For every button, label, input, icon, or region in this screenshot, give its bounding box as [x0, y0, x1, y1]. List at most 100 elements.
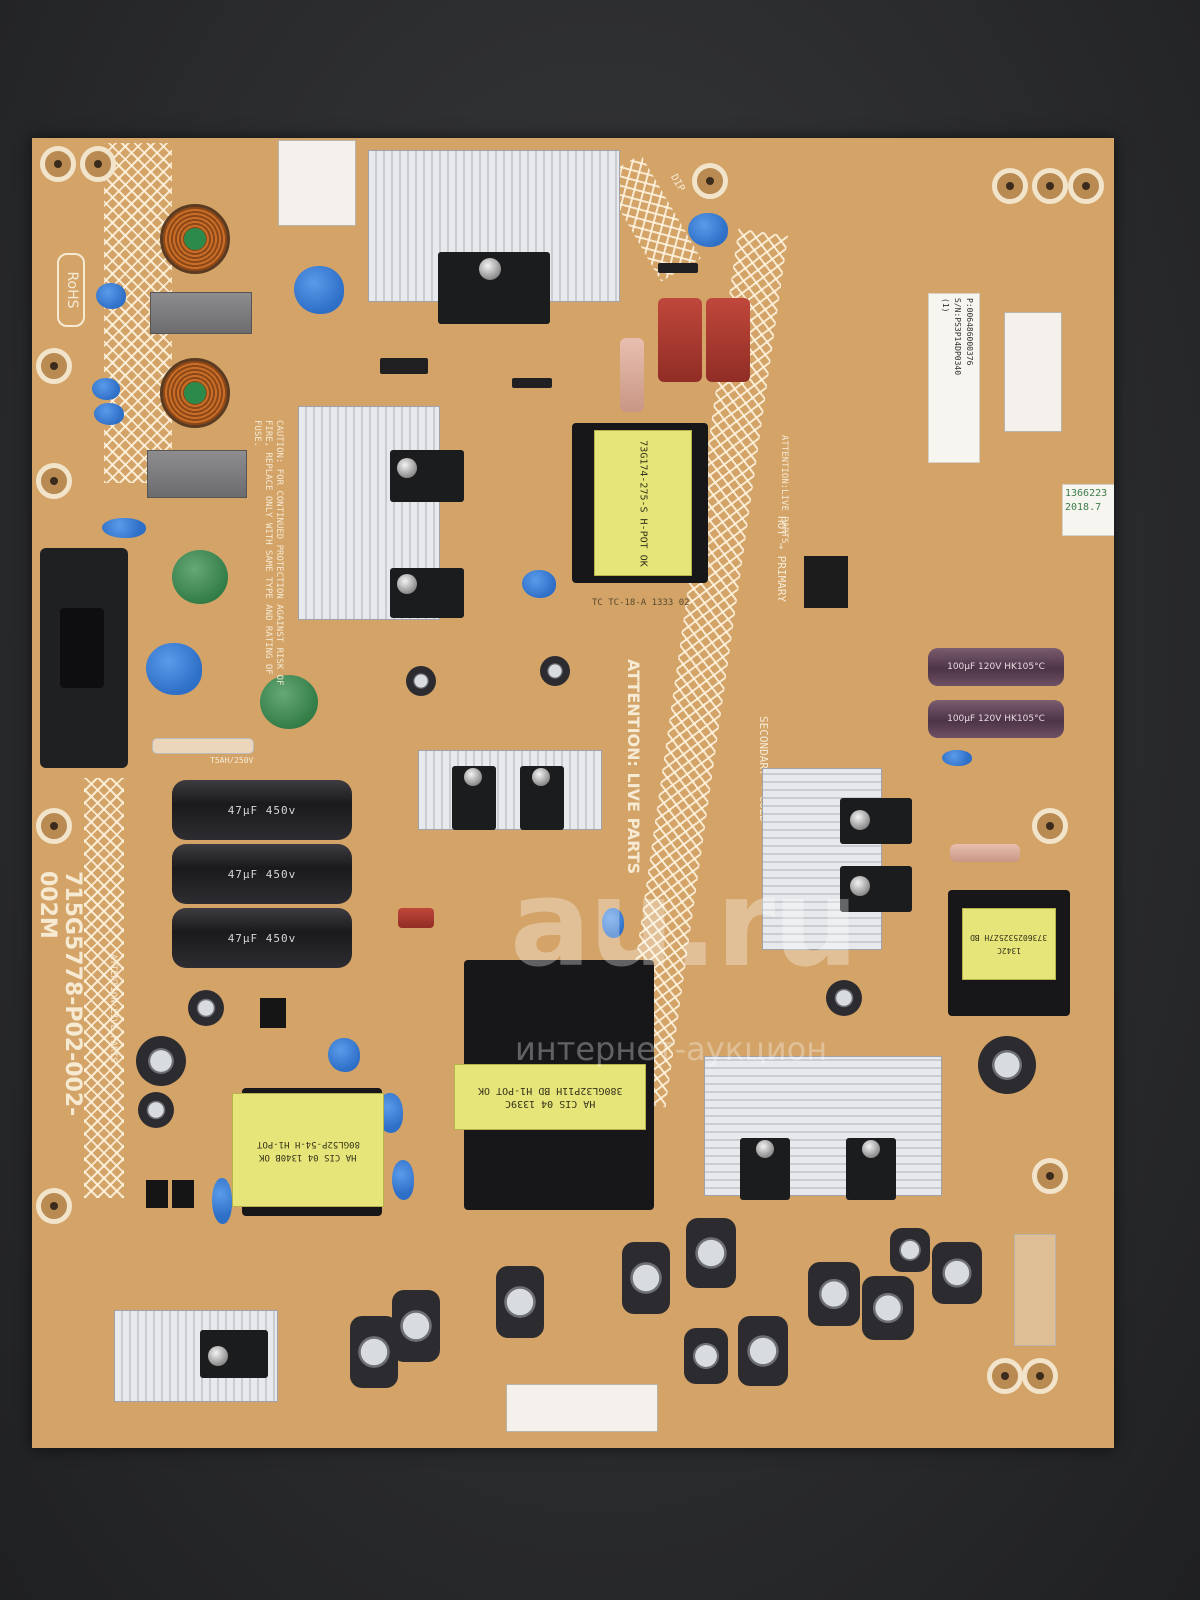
pfc-choke-label-2: TC TC-18-A 1333 02	[592, 598, 690, 608]
sticker-line-1: 1366223	[1065, 488, 1108, 499]
screw	[464, 768, 482, 786]
electrolytic-capacitor	[496, 1266, 544, 1338]
diode	[380, 358, 428, 374]
electrolytic-capacitor	[136, 1036, 186, 1086]
electrolytic-capacitor	[862, 1276, 914, 1340]
main-transformer-label-1: 380GL32P11H BD H1-POT OK	[477, 1085, 623, 1096]
pfc-choke: 73G174-275-S H-POT OK	[594, 430, 692, 576]
electrolytic-capacitor	[350, 1316, 398, 1388]
electrolytic-capacitor	[978, 1036, 1036, 1094]
electrolytic-capacitor	[406, 666, 436, 696]
common-mode-choke-1	[160, 204, 230, 274]
y-capacitor	[942, 750, 972, 766]
led-connector	[1004, 312, 1062, 432]
y-capacitor	[522, 570, 556, 598]
mount-hole	[80, 146, 116, 182]
serial-label-line-3: (1)	[941, 298, 950, 313]
caution-notice: CAUTION: FOR CONTINUED PROTECTION AGAINS…	[252, 420, 284, 686]
ic-block	[804, 556, 848, 608]
pwm-controller-ic	[260, 998, 286, 1028]
electrolytic-capacitor	[188, 990, 224, 1026]
electrolytic-capacitor	[738, 1316, 788, 1386]
x-filter-block-1	[150, 292, 252, 334]
center-heatsink	[418, 750, 602, 830]
resistor-r9141	[398, 908, 434, 928]
film-capacitor	[658, 298, 702, 382]
inspection-sticker: 1366223 2018.7	[1062, 484, 1114, 536]
aux-transformer: 80GL52P-54-H H1-POT HA CIS 04 1340B OK	[232, 1093, 384, 1207]
mount-hole	[692, 163, 728, 199]
common-mode-choke-2	[160, 358, 230, 428]
mount-hole	[992, 168, 1028, 204]
isolation-track-left-lower	[84, 778, 124, 1198]
fuse-rating: T5AH/250V	[210, 756, 254, 765]
fuse	[152, 738, 254, 754]
y-capacitor	[212, 1178, 232, 1224]
bulk-capacitor-1: 47μF 450v	[172, 780, 352, 840]
ac-connector-slot	[60, 608, 104, 688]
electrolytic-capacitor	[826, 980, 862, 1016]
bulk-capacitor-2: 47μF 450v	[172, 844, 352, 904]
y-capacitor	[92, 378, 120, 400]
serial-label-line-2: S/N:PS3P14DP0340	[953, 298, 962, 376]
screw	[532, 768, 550, 786]
y-capacitor	[102, 518, 146, 538]
diode	[658, 263, 698, 273]
main-output-connector	[506, 1384, 658, 1432]
mount-hole	[40, 146, 76, 182]
sticker-line-2: 2018.7	[1065, 502, 1102, 513]
electrolytic-capacitor	[932, 1242, 982, 1304]
electrolytic-capacitor	[808, 1262, 860, 1326]
watermark-logo: au.ru	[510, 855, 859, 994]
bulk-capacitor-3: 47μF 450v	[172, 908, 352, 968]
output-capacitor-label: 100µF 120V HK105°C	[947, 714, 1045, 724]
screw	[850, 876, 870, 896]
x-filter-block-2	[147, 450, 247, 498]
y-capacitor	[96, 283, 126, 309]
y-capacitor	[602, 908, 624, 938]
cn904-connector	[278, 140, 356, 226]
film-capacitor	[706, 298, 750, 382]
optocoupler	[172, 1180, 194, 1208]
ntc-thermistor	[172, 550, 228, 604]
electrolytic-capacitor	[622, 1242, 670, 1314]
output-capacitor-label: 100µF 120V HK105°C	[947, 662, 1045, 672]
resistor	[620, 338, 644, 412]
screw	[397, 574, 417, 594]
screw	[208, 1346, 228, 1366]
mount-hole	[1032, 168, 1068, 204]
aux-transformer-label-1: 80GL52P-54-H H1-POT	[256, 1139, 360, 1149]
resistor-r8107	[950, 844, 1020, 862]
bulk-capacitor-label: 47μF 450v	[227, 931, 297, 945]
attention-live-parts-left: ATTENTION:LIVE PARTS	[108, 954, 118, 1063]
screw	[756, 1140, 774, 1158]
optocoupler	[146, 1180, 168, 1208]
serial-label: P:006486000376 S/N:PS3P14DP0340 (1)	[928, 293, 980, 463]
bulk-capacitor-label: 47μF 450v	[227, 803, 297, 817]
output-capacitor: 100µF 120V HK105°C	[928, 700, 1064, 738]
screw	[479, 258, 501, 280]
power-supply-board: RoHS CAUTION: FOR CONTINUED PROTECTION A…	[32, 138, 1114, 1448]
electrolytic-capacitor	[540, 656, 570, 686]
dip-label: DIP	[668, 172, 687, 194]
screw	[850, 810, 870, 830]
mount-hole	[36, 348, 72, 384]
y-capacitor	[688, 213, 728, 247]
mount-hole	[36, 808, 72, 844]
serial-label-line-1: P:006486000376	[965, 298, 974, 366]
board-part-number: 715G5778-P02-002-002M	[35, 871, 85, 1117]
attention-live-parts-right: ATTENTION:LIVE PARTS	[779, 435, 789, 544]
watermark-tagline: интернет-аукцион	[515, 1030, 828, 1068]
y-capacitor	[94, 403, 124, 425]
output-capacitor: 100µF 120V HK105°C	[928, 648, 1064, 686]
electrolytic-capacitor	[686, 1218, 736, 1288]
mount-hole	[1032, 1158, 1068, 1194]
mount-hole	[1032, 808, 1068, 844]
electrolytic-capacitor	[138, 1092, 174, 1128]
pfc-choke-label-1: 73G174-275-S H-POT OK	[637, 439, 649, 567]
mount-hole	[1068, 168, 1104, 204]
standby-transformer-label-1: 3736025325Z7H BD	[970, 933, 1048, 942]
mount-hole	[987, 1358, 1023, 1394]
screw	[397, 458, 417, 478]
main-transformer: 380GL32P11H BD H1-POT OK HA CIS 04 1339C	[454, 1064, 646, 1130]
